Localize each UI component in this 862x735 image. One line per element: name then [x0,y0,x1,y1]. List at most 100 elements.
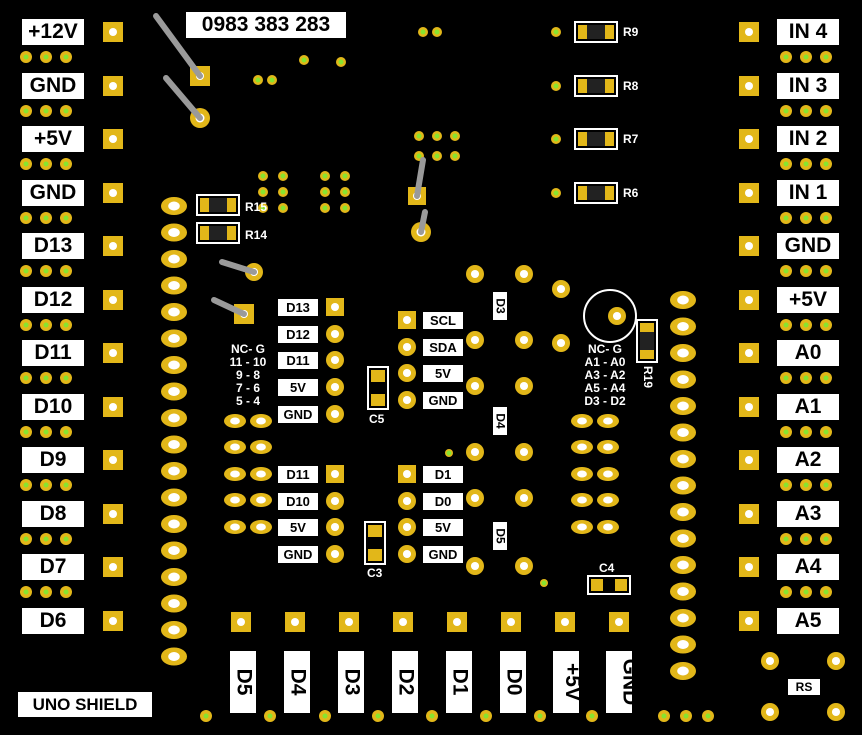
capacitor-pad [371,370,385,382]
pad-hole [109,349,117,357]
pad-hole [519,335,529,345]
via-hole [43,482,49,488]
pad-hole [519,381,529,391]
via-hole [416,153,422,159]
bottom-label-d3: D3 [338,651,364,713]
left-label-d12: D12 [22,287,84,313]
pad-hole [556,284,566,294]
resistor-outline [636,319,658,363]
pad-hole [330,549,340,559]
oval-hole [603,417,613,425]
pad-hole [109,563,117,571]
oval-hole [677,428,689,437]
via-hole [63,215,69,221]
oval-hole [677,348,689,358]
oval-hole [677,481,689,490]
via-hole [783,589,789,595]
block1-label-gnd: GND [278,406,318,423]
via-hole [322,713,328,719]
via-hole [553,29,559,35]
oval-hole [168,387,180,396]
resistor-pad [227,226,236,240]
pad-hole [402,496,412,506]
via-hole [63,268,69,274]
via-hole [452,153,458,159]
resistor-pad [578,25,587,39]
block1-label-d13: D13 [278,299,318,316]
oval-hole [168,625,180,635]
resistor-outline [574,182,618,204]
via-hole [260,173,266,179]
pad-hole [330,409,340,419]
via-hole [375,713,381,719]
pad-hole [109,82,117,90]
pad-hole [470,493,480,503]
via-hole [23,54,29,60]
pad-hole [745,189,753,197]
oval-hole [603,523,613,531]
resistor-tag-r6: R6 [623,186,639,200]
pad-hole [561,618,569,626]
pin-map-right-line: NC- G [588,342,622,356]
pad-hole [745,349,753,357]
capacitor-tag-c3: C3 [367,566,383,580]
via-hole [63,322,69,328]
via-hole [280,205,286,211]
pad-hole [745,135,753,143]
via-hole [823,322,829,328]
via-hole [553,83,559,89]
pad-hole [402,342,412,352]
via-hole [803,54,809,60]
via-hole [43,375,49,381]
via-hole [483,713,489,719]
via-hole [434,29,440,35]
oval-hole [256,496,266,504]
right-label-in3: IN 3 [777,73,839,99]
via-hole [803,268,809,274]
via-hole [43,54,49,60]
left-label-d9: D9 [22,447,84,473]
block3-label-gnd: GND [423,392,463,409]
pad-hole [330,496,340,506]
via-hole [783,108,789,114]
via-hole [803,429,809,435]
via-hole [661,713,667,719]
oval-hole [168,228,180,237]
resistor-pad [578,79,587,93]
via-hole [63,161,69,167]
oval-hole [168,334,180,343]
oval-hole [168,281,180,290]
right-label-5v: +5V [777,287,839,313]
pin-map-left-line: 11 - 10 [229,355,267,369]
pad-hole [109,296,117,304]
block4-label-5v: 5V [423,519,463,536]
via-hole [43,536,49,542]
pad-hole [745,456,753,464]
block3-label-5v: 5V [423,365,463,382]
pad-hole [109,189,117,197]
pin-map-left-line: 5 - 4 [235,394,260,408]
pad-hole [745,403,753,411]
oval-hole [577,470,587,478]
pad-hole [402,395,412,405]
via-hole [823,108,829,114]
resistor-body [587,132,605,146]
left-label-5v: +5V [22,126,84,152]
pad-hole [470,561,480,571]
pad-hole [109,456,117,464]
pad-hole [330,382,340,392]
resistor-body [587,25,605,39]
via-hole [429,713,435,719]
oval-hole [168,201,180,211]
resistor-tag-r19: R19 [641,366,655,389]
block2-label-d11: D11 [278,466,318,483]
via-hole [269,77,275,83]
diode-tag-d5: D5 [493,522,508,550]
oval-hole [677,322,689,331]
pad-hole [765,707,775,717]
pad-hole [109,510,117,518]
via-hole [23,429,29,435]
via-hole [803,108,809,114]
pad-hole [331,303,339,311]
capacitor-pad [368,525,382,537]
